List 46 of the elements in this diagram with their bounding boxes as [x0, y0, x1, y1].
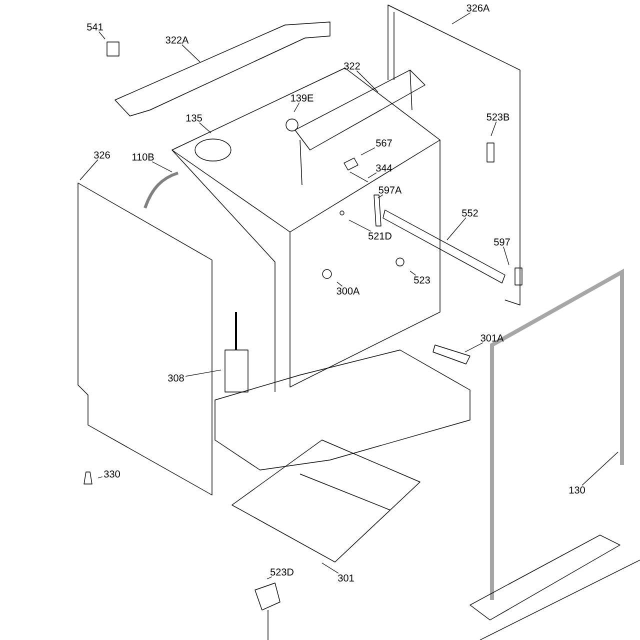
part-number: 523B [486, 113, 510, 121]
part-number: 523 [414, 276, 430, 284]
part-number: 523D [270, 568, 294, 576]
part-number: 110B [132, 153, 154, 161]
leader-line [452, 12, 471, 24]
part-number: 552 [462, 209, 478, 217]
part-number: 326 [94, 151, 110, 159]
leader-line [152, 161, 172, 172]
leader-line [80, 159, 98, 180]
part-number: 521D [368, 232, 392, 240]
leader-line [360, 147, 376, 156]
leader-line [98, 31, 106, 40]
leader-line [348, 220, 372, 232]
part-number: 308 [168, 374, 184, 382]
part-number: 330 [104, 470, 120, 478]
part-number: 300A [336, 287, 360, 295]
leader-line [182, 44, 200, 62]
leader-line [356, 70, 378, 92]
part-number: 344 [376, 164, 392, 172]
leader-line [464, 342, 484, 352]
leader-line [490, 121, 497, 136]
part-number: 139E [291, 94, 314, 102]
part-number: 326A [466, 4, 490, 12]
part-number: 567 [376, 139, 392, 147]
leader-line [582, 452, 618, 486]
leader-line [266, 576, 272, 580]
leader-line [199, 122, 212, 134]
leader-line [185, 370, 222, 377]
part-number: 135 [186, 114, 202, 122]
leader-line [322, 562, 339, 574]
leader-line [336, 282, 342, 287]
leader-line [378, 194, 384, 198]
leader-line [446, 217, 466, 240]
part-number: 301 [338, 574, 354, 582]
leader-line [503, 246, 510, 266]
leader-line [98, 476, 103, 478]
part-number: 322 [344, 62, 360, 70]
leader-line [410, 270, 416, 276]
part-number: 541 [87, 24, 103, 30]
part-number: 301A [480, 334, 504, 342]
part-number: 597A [378, 186, 402, 194]
leader-line [294, 102, 300, 112]
leader-line [368, 172, 377, 178]
part-number: 322A [166, 36, 189, 44]
part-number: 130 [569, 486, 585, 494]
part-number: 597 [494, 238, 510, 246]
